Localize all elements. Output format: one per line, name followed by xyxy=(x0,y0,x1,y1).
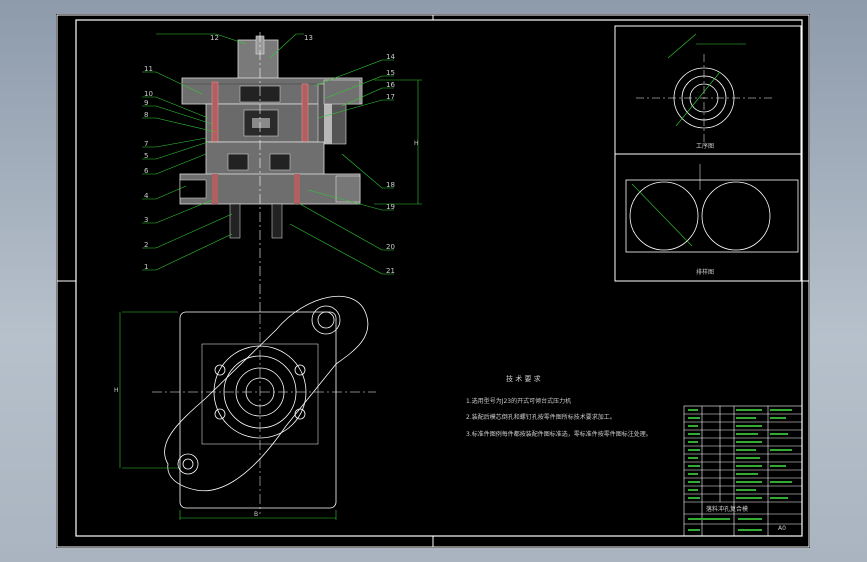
tech-line: 1.选用型号为J23的开式可倾台式压力机 xyxy=(466,397,571,405)
part-label: 8 xyxy=(144,111,148,119)
dim-label: H xyxy=(414,140,419,147)
part-label: 6 xyxy=(144,167,149,175)
cad-drawing: 11 10 9 8 7 5 6 4 3 2 1 12 13 14 15 16 1… xyxy=(56,14,810,548)
part-label: 15 xyxy=(386,69,395,77)
part-label: 13 xyxy=(304,34,313,42)
part-label: 1 xyxy=(144,263,148,271)
plan-dimensions xyxy=(119,311,337,520)
part-label: 5 xyxy=(144,152,148,160)
part-label: 17 xyxy=(386,93,395,101)
drawing-sheet: 11 10 9 8 7 5 6 4 3 2 1 12 13 14 15 16 1… xyxy=(56,14,810,548)
part-label: 4 xyxy=(144,192,149,200)
leader-lines-right xyxy=(289,59,394,275)
layout-box xyxy=(614,153,802,282)
caption-workpiece: 工序图 xyxy=(696,142,714,150)
part-label: 16 xyxy=(386,81,395,89)
title-block-name: 落料冲孔复合模 xyxy=(706,505,748,513)
strip-layout xyxy=(625,164,799,253)
tech-line: 3.标准件图例每件都按装配件图标准选，零标准件按零件图标注处理。 xyxy=(466,430,652,438)
part-label: 3 xyxy=(144,216,148,224)
caption-layout: 排样图 xyxy=(696,268,714,276)
dim-label: B xyxy=(254,511,258,518)
plan-view xyxy=(164,295,369,509)
title-block-entries xyxy=(688,409,792,531)
part-label: 11 xyxy=(144,65,153,73)
part-label: 21 xyxy=(386,267,395,275)
tech-title: 技 术 要 求 xyxy=(506,374,541,383)
tech-line: 2.装配后模芯倒孔和螺钉孔按零件图所标技术要求加工。 xyxy=(466,413,616,421)
part-label: 12 xyxy=(210,34,219,42)
part-label: 9 xyxy=(144,99,148,107)
part-label: 20 xyxy=(386,243,395,251)
title-block xyxy=(683,405,803,537)
workpiece-box xyxy=(614,25,802,155)
part-label: 18 xyxy=(386,181,395,189)
workpiece-drawing xyxy=(636,33,772,144)
part-label: 7 xyxy=(144,140,148,148)
leader-lines-left xyxy=(142,33,304,271)
part-label: 10 xyxy=(144,90,153,98)
part-label: 2 xyxy=(144,241,148,249)
part-label: 19 xyxy=(386,203,395,211)
part-label: 14 xyxy=(386,53,395,61)
title-block-sheet: A0 xyxy=(778,525,786,532)
inner-frame xyxy=(75,19,803,537)
dim-label: H xyxy=(114,387,119,394)
